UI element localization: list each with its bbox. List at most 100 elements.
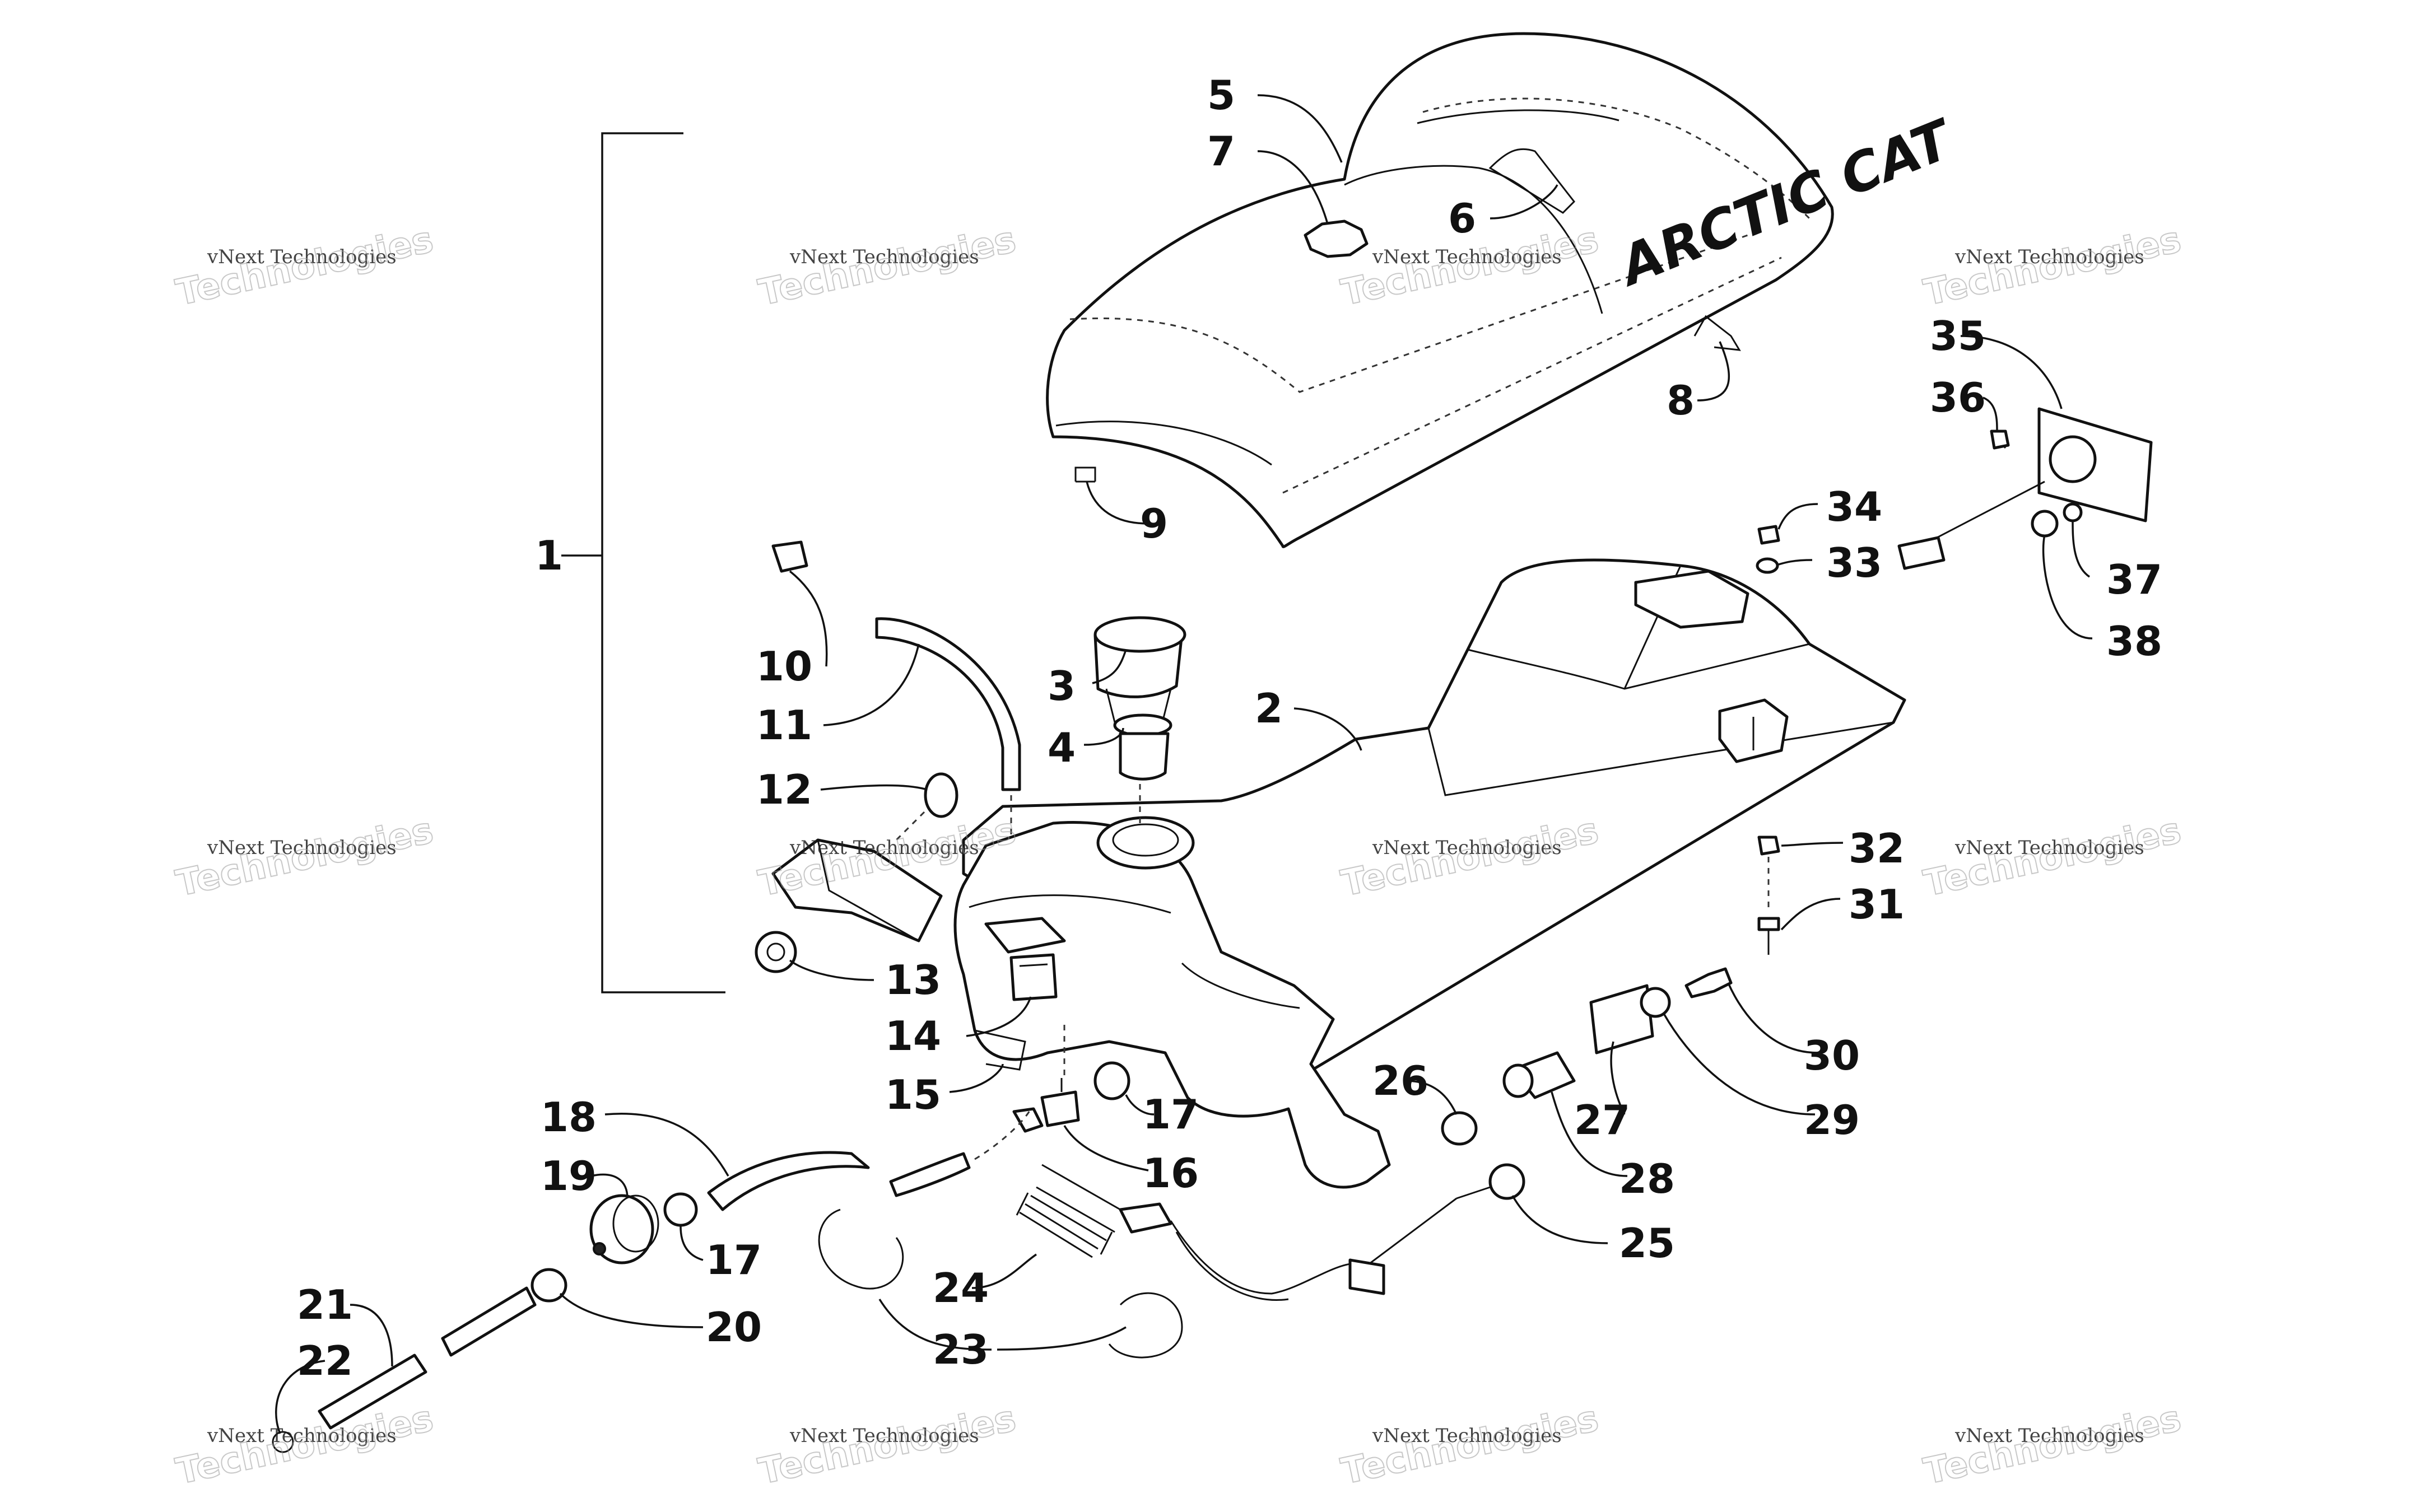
nut-32 [1757, 836, 1780, 856]
grommet-26 [1441, 1111, 1478, 1146]
callout-24: 24 [933, 1264, 989, 1312]
svg-text:Technologies: Technologies [755, 1398, 1020, 1492]
nut-29 [1640, 987, 1671, 1018]
spring-24 [1016, 1186, 1115, 1258]
callout-8: 8 [1667, 377, 1695, 424]
svg-text:vNext Technologies: vNext Technologies [789, 1425, 979, 1447]
watermark: vNext Technologies Technologies [755, 218, 1020, 314]
svg-text:vNext Technologies: vNext Technologies [207, 1425, 397, 1447]
screw-31 [1757, 917, 1780, 931]
callout-22: 22 [297, 1337, 353, 1384]
callout-14: 14 [885, 1012, 941, 1060]
fuel-filter [589, 1194, 659, 1264]
callout-38: 38 [2106, 618, 2162, 665]
svg-text:Technologies: Technologies [1920, 219, 2185, 314]
callout-26: 26 [1372, 1057, 1428, 1104]
svg-text:Technologies: Technologies [173, 810, 437, 904]
callout-labels: 1 2 3 4 5 6 7 8 9 10 11 12 13 14 15 16 1… [297, 72, 2162, 1384]
cap-strainer [1119, 732, 1170, 781]
watermark: vNext Technologies Technologies [172, 809, 438, 905]
watermark: vNext Technologies Technologies [755, 1397, 1020, 1493]
nut-34 [1757, 525, 1780, 545]
fuel-gauge [1009, 953, 1058, 1001]
petcock-valve [1012, 1078, 1080, 1133]
watermark: vNext Technologies Technologies [172, 1397, 438, 1493]
callout-34: 34 [1826, 483, 1882, 530]
callout-21: 21 [297, 1281, 353, 1328]
svg-text:vNext Technologies: vNext Technologies [1372, 246, 1562, 268]
callout-17a: 17 [1143, 1091, 1199, 1138]
callout-19: 19 [541, 1152, 597, 1200]
callout-23: 23 [933, 1326, 989, 1373]
callout-18: 18 [541, 1094, 597, 1141]
callout-37: 37 [2106, 556, 2162, 603]
callout-15: 15 [885, 1071, 941, 1118]
ignition-key [1684, 967, 1733, 998]
callout-4: 4 [1048, 724, 1076, 771]
svg-text:Technologies: Technologies [173, 219, 437, 314]
svg-text:vNext Technologies: vNext Technologies [207, 837, 397, 859]
svg-text:vNext Technologies: vNext Technologies [1954, 246, 2144, 268]
svg-text:Technologies: Technologies [1338, 1398, 1602, 1492]
callout-32: 32 [1849, 825, 1905, 872]
grommet-12 [924, 772, 958, 818]
svg-text:Technologies: Technologies [173, 1398, 437, 1492]
callout-7: 7 [1207, 128, 1235, 175]
spring-clamp-23a [818, 1208, 904, 1290]
watermark: vNext Technologies Technologies [1920, 218, 2185, 314]
callout-10: 10 [756, 643, 812, 690]
seat-cover: ARCTIC CAT [1046, 32, 1963, 548]
svg-text:Technologies: Technologies [1920, 1398, 2185, 1492]
fitting-17b [663, 1192, 698, 1227]
callout-33: 33 [1826, 539, 1882, 586]
fuel-cap [1093, 616, 1186, 724]
callout-6: 6 [1448, 195, 1476, 242]
callout-25: 25 [1619, 1220, 1675, 1267]
leader-lines [275, 94, 2093, 1434]
hose-21 [318, 1354, 427, 1430]
throttle-cable [1041, 1163, 1525, 1301]
star-washer [755, 931, 797, 973]
fuel-line [707, 1151, 870, 1211]
seat-clip-9 [1074, 466, 1096, 483]
svg-text:Technologies: Technologies [1920, 810, 2185, 904]
watermark: vNext Technologies Technologies [1920, 1397, 2185, 1493]
callout-13: 13 [885, 956, 941, 1004]
svg-text:Technologies: Technologies [755, 219, 1020, 314]
watermark: vNext Technologies Technologies [1920, 809, 2185, 905]
clamp-22 [272, 1431, 294, 1453]
spring-clamp-23b [1108, 1292, 1183, 1359]
callout-30: 30 [1804, 1032, 1860, 1079]
fitting-20 [530, 1268, 567, 1303]
callout-12: 12 [756, 766, 812, 813]
washer-33 [1756, 557, 1779, 574]
callout-1: 1 [535, 532, 563, 579]
bulb-36 [1990, 430, 2010, 450]
callout-31: 31 [1849, 881, 1905, 928]
vent-clip [771, 540, 808, 573]
svg-text:vNext Technologies: vNext Technologies [1954, 1425, 2144, 1447]
callout-20: 20 [706, 1304, 762, 1351]
callout-11: 11 [756, 702, 812, 749]
svg-text:vNext Technologies: vNext Technologies [1372, 1425, 1562, 1447]
fitting-17a [1093, 1061, 1130, 1100]
callout-29: 29 [1804, 1096, 1860, 1144]
washer-37 [2063, 502, 2083, 522]
seat-clip-8 [1693, 315, 1741, 351]
svg-text:vNext Technologies: vNext Technologies [1954, 837, 2144, 859]
callout-16: 16 [1143, 1150, 1199, 1197]
svg-text:vNext Technologies: vNext Technologies [207, 246, 397, 268]
svg-text:vNext Technologies: vNext Technologies [1372, 837, 1562, 859]
callout-3: 3 [1048, 662, 1076, 710]
light-assembly [1897, 407, 2153, 570]
vent-hose [875, 617, 1021, 791]
callout-35: 35 [1930, 312, 1986, 360]
callout-2: 2 [1255, 685, 1283, 732]
callout-28: 28 [1619, 1155, 1675, 1202]
callout-27: 27 [1574, 1096, 1630, 1144]
assembly-bracket [561, 132, 725, 993]
watermark: vNext Technologies Technologies [1337, 1397, 1603, 1493]
callout-5: 5 [1207, 72, 1235, 119]
callout-17b: 17 [706, 1236, 762, 1284]
